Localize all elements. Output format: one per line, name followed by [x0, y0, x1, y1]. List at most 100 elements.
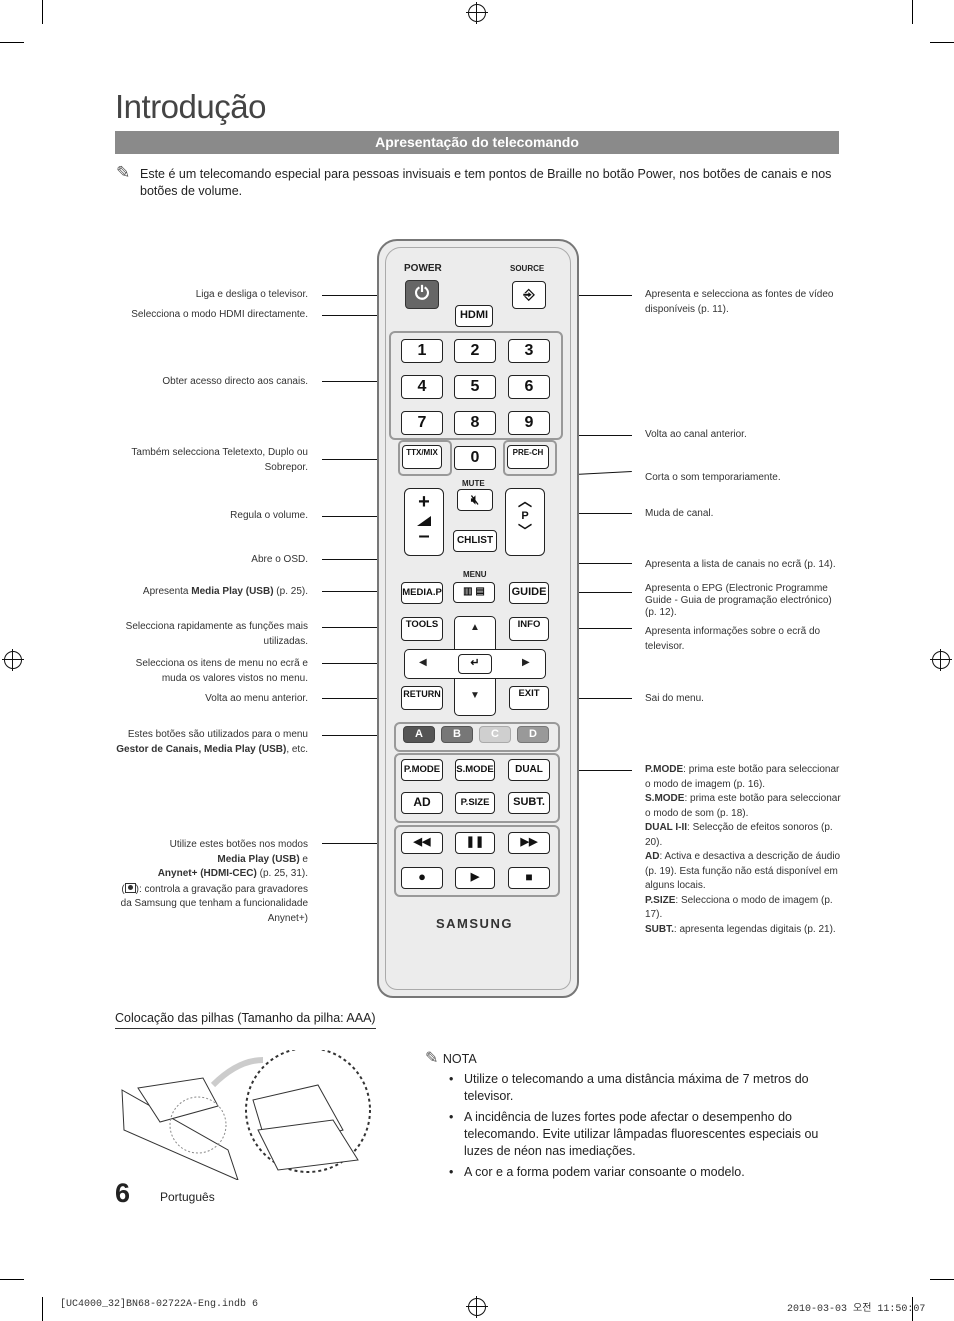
nav-right-icon[interactable]: ▶: [522, 657, 530, 668]
num-4-button[interactable]: 4: [401, 375, 443, 399]
label-menu: Abre o OSD.: [251, 554, 308, 565]
ttx-mix-button[interactable]: TTX/MIX: [402, 445, 442, 469]
channel-up-icon: ︿: [518, 493, 532, 509]
crop-mark: [0, 1279, 24, 1280]
fast-forward-button[interactable]: ▶▶: [508, 832, 550, 854]
color-d-button[interactable]: D: [517, 726, 549, 743]
crop-mark: [42, 0, 43, 24]
p-size-button[interactable]: P.SIZE: [455, 792, 495, 814]
num-1-button[interactable]: 1: [401, 339, 443, 363]
info-button[interactable]: INFO: [509, 617, 549, 641]
record-button[interactable]: ●: [401, 867, 443, 889]
leader-line: [550, 628, 632, 629]
pencil-note-icon: ✎: [116, 163, 131, 182]
leader-line: [322, 735, 394, 736]
footer-date: 2010-03-03 오전 11:50:07: [787, 1304, 926, 1315]
page-number: 6: [115, 1178, 131, 1208]
footer-file: [UC4000_32]BN68-02722A-Eng.indb 6: [60, 1299, 259, 1310]
label-volume: Regula o volume.: [230, 510, 308, 521]
leader-line: [550, 592, 632, 593]
remote-inner-border: [385, 247, 571, 990]
label-nav: Selecciona os itens de menu no ecrã e mu…: [135, 658, 308, 684]
source-button[interactable]: ⎆: [512, 281, 546, 309]
label-prech: Volta ao canal anterior.: [645, 429, 747, 440]
subt-button[interactable]: SUBT.: [508, 792, 550, 814]
ad-button[interactable]: AD: [401, 792, 443, 814]
note-item: A cor e a forma podem variar consoante o…: [449, 1164, 839, 1181]
label-exit: Sai do menu.: [645, 693, 704, 704]
channel-down-icon: ﹀: [518, 523, 532, 539]
label-media-buttons: Utilize estes botões nos modos Media Pla…: [120, 839, 308, 924]
power-label: POWER: [404, 263, 442, 274]
label-hdmi: Selecciona o modo HDMI directamente.: [131, 309, 308, 320]
menu-icon: ▥ ▤: [463, 586, 485, 597]
nav-left-icon[interactable]: ◀: [419, 657, 427, 668]
num-2-button[interactable]: 2: [454, 339, 496, 363]
mute-button[interactable]: 🔇︎: [457, 489, 493, 511]
menu-button[interactable]: ▥ ▤: [453, 582, 495, 603]
registration-mark-icon: [466, 1296, 488, 1318]
function-buttons-group: [394, 753, 560, 823]
source-label: SOURCE: [510, 264, 545, 273]
num-3-button[interactable]: 3: [508, 339, 550, 363]
record-icon: ●: [418, 869, 426, 884]
num-7-button[interactable]: 7: [401, 411, 443, 435]
registration-mark-icon: [930, 649, 952, 671]
stop-button[interactable]: ■: [508, 867, 550, 889]
volume-rocker[interactable]: + –: [404, 488, 444, 556]
label-return: Volta ao menu anterior.: [205, 693, 308, 704]
nav-down-icon[interactable]: ▼: [470, 690, 480, 701]
num-6-button[interactable]: 6: [508, 375, 550, 399]
hdmi-button[interactable]: HDMI: [455, 305, 493, 327]
channel-rocker[interactable]: ︿ P ﹀: [505, 488, 545, 556]
leader-line: [322, 381, 390, 382]
menu-label: MENU: [463, 570, 487, 579]
media-p-button[interactable]: MEDIA.P: [401, 582, 443, 604]
intro-note: ✎ Este é um telecomando especial para pe…: [116, 163, 836, 200]
pre-ch-button[interactable]: PRE-CH: [507, 445, 549, 469]
crop-mark: [912, 1297, 913, 1321]
pencil-note-icon: ✎: [425, 1050, 443, 1067]
nav-up-icon[interactable]: ▲: [470, 622, 480, 633]
batteries-title: Colocação das pilhas (Tamanho da pilha: …: [115, 1011, 376, 1029]
color-a-button[interactable]: A: [403, 726, 435, 743]
source-icon: ⎆: [523, 286, 535, 302]
leader-line: [322, 459, 402, 460]
label-mediap: Apresenta Media Play (USB) (p. 25).: [142, 586, 308, 597]
label-info: Apresenta informações sobre o ecrã do te…: [645, 626, 821, 652]
volume-down-icon: –: [418, 525, 430, 547]
label-function-buttons: P.MODE: prima este botão para selecciona…: [645, 764, 841, 935]
num-9-button[interactable]: 9: [508, 411, 550, 435]
rewind-button[interactable]: ◀◀: [401, 832, 443, 854]
leader-line: [550, 698, 632, 699]
enter-button[interactable]: ↵: [458, 654, 492, 674]
leader-line: [322, 591, 402, 592]
p-mode-button[interactable]: P.MODE: [401, 759, 443, 781]
samsung-logo: SAMSUNG: [436, 916, 513, 931]
s-mode-button[interactable]: S.MODE: [455, 759, 495, 781]
fast-forward-icon: ▶▶: [520, 836, 538, 848]
num-0-button[interactable]: 0: [454, 446, 496, 470]
mute-icon: 🔇︎: [470, 492, 480, 507]
tools-button[interactable]: TOOLS: [401, 617, 443, 641]
num-8-button[interactable]: 8: [454, 411, 496, 435]
chlist-button[interactable]: CHLIST: [453, 530, 497, 552]
media-buttons-group: [394, 825, 560, 897]
exit-button[interactable]: EXIT: [509, 686, 549, 710]
label-tools: Selecciona rapidamente as funções mais u…: [125, 621, 308, 647]
color-b-button[interactable]: B: [441, 726, 473, 743]
pause-button[interactable]: ❚❚: [455, 832, 495, 854]
label-guide: Apresenta o EPG (Electronic Programme Gu…: [645, 583, 832, 618]
leader-line: [322, 698, 402, 699]
color-c-button[interactable]: C: [479, 726, 511, 743]
section-header: Apresentação do telecomando: [115, 131, 839, 154]
guide-button[interactable]: GUIDE: [509, 582, 549, 604]
num-5-button[interactable]: 5: [454, 375, 496, 399]
leader-line: [322, 843, 394, 844]
leader-line: [548, 513, 632, 514]
return-button[interactable]: RETURN: [401, 686, 443, 710]
note-item: A incidência de luzes fortes pode afecta…: [449, 1109, 839, 1160]
power-button[interactable]: ⏻: [405, 280, 439, 309]
play-button[interactable]: ▶: [455, 867, 495, 889]
dual-button[interactable]: DUAL: [508, 759, 550, 781]
